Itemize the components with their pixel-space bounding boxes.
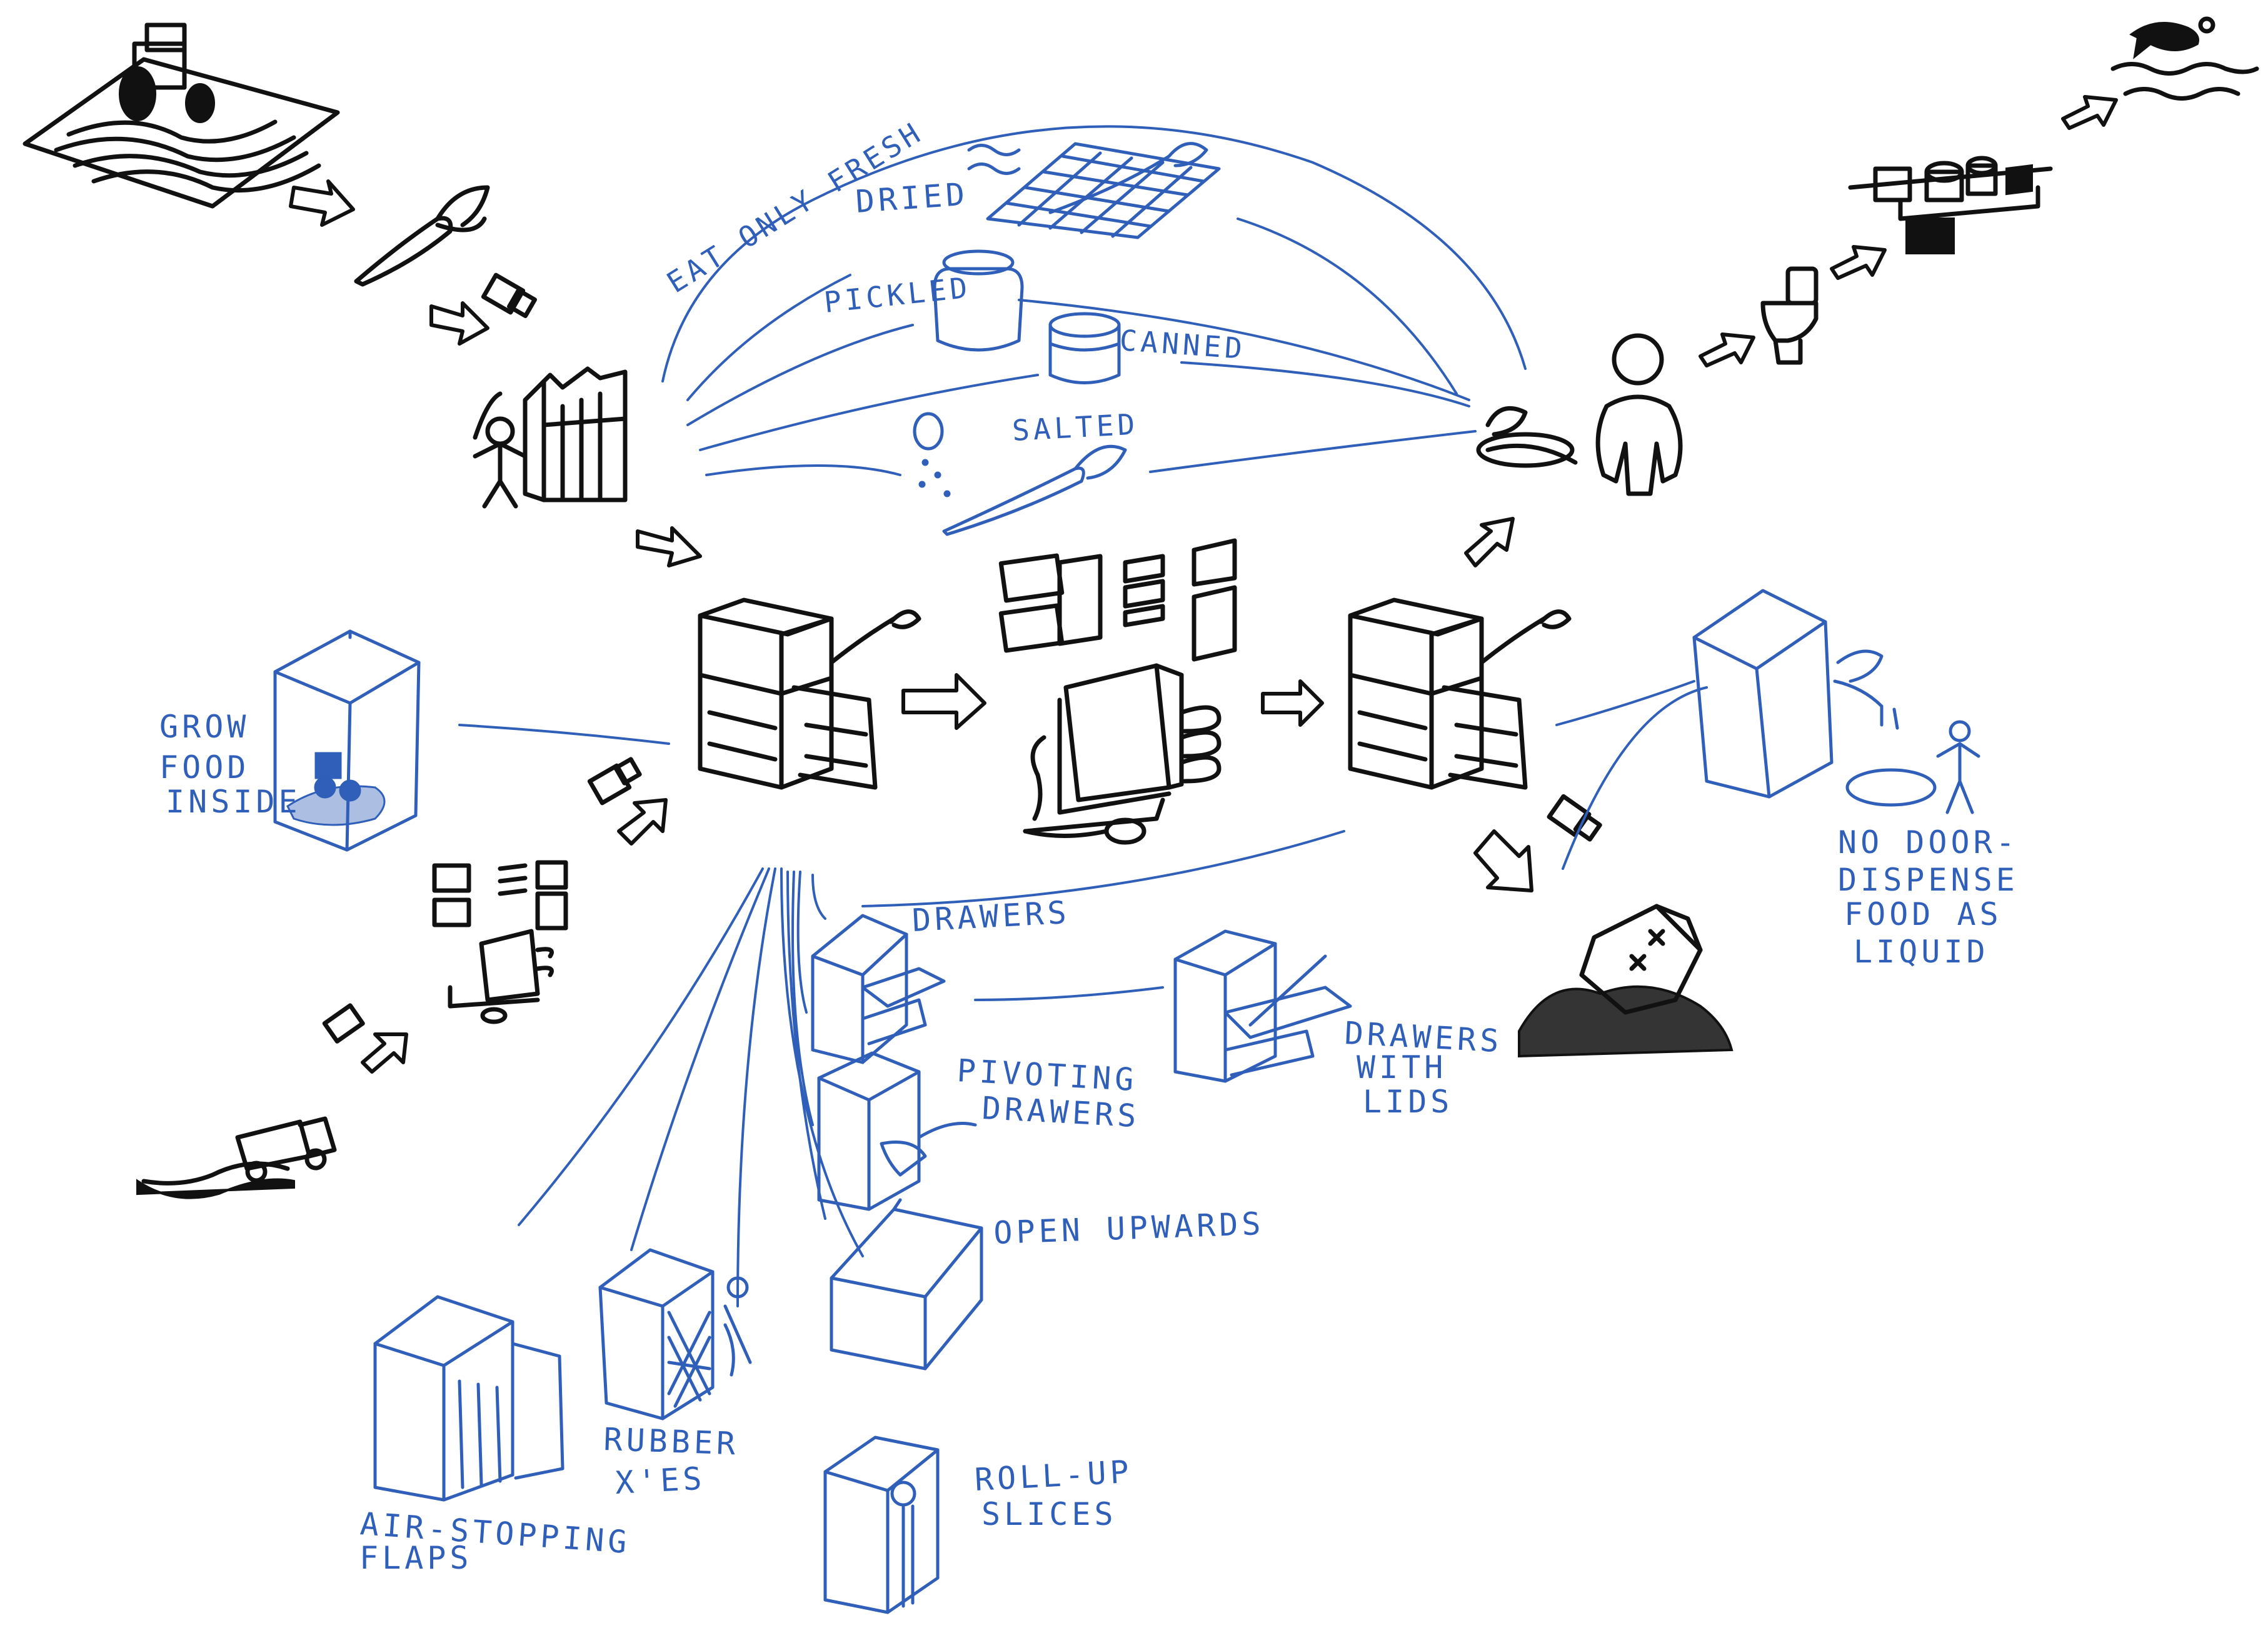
- jar-icon: [933, 249, 1024, 352]
- flow-arrow: [1261, 679, 1324, 727]
- truck-icon: [322, 1003, 365, 1044]
- no-door-dispenser-icon: [1692, 589, 1980, 814]
- flow-line: [686, 324, 914, 426]
- flow-line: [796, 871, 808, 1014]
- flow-line: [791, 871, 814, 1126]
- flow-line: [705, 464, 901, 476]
- salted-label: SALTED: [1011, 407, 1140, 447]
- fish-icon: [2110, 16, 2259, 101]
- salt-shaker-icon: [913, 412, 951, 497]
- flow-line: [1555, 680, 1695, 726]
- flow-arrow: [1464, 517, 1515, 567]
- rubber-xes-label: RUBBER: [603, 1421, 740, 1462]
- flow-line: [1018, 299, 1470, 401]
- pivoting-drawers-fridge-icon: [817, 1051, 977, 1211]
- fridge-icon: [698, 597, 921, 790]
- flow-line: [699, 374, 1039, 451]
- grocery-store-icon: [473, 366, 628, 509]
- roll-up-slices-label: ROLL-UP: [974, 1454, 1133, 1498]
- flow-line: [786, 871, 826, 1220]
- greenhouse-icon: [273, 629, 421, 852]
- open-upwards-label: OPEN UPWARDS: [993, 1206, 1265, 1251]
- drawers-with-lids-fridge-icon: [1173, 929, 1352, 1083]
- water-treatment-icon: [1848, 156, 2053, 254]
- carrot-icon: [354, 185, 490, 287]
- flow-line: [1149, 430, 1477, 473]
- fridge-exploded-icon: [432, 860, 568, 1024]
- air-stopping-flaps-fridge-icon: [373, 1295, 564, 1502]
- can-icon: [1048, 312, 1121, 384]
- truck-icon: [587, 757, 642, 806]
- flow-line: [736, 867, 776, 1307]
- fridge-exploded-icon: [998, 538, 1237, 845]
- landfill-icon: [1518, 904, 1734, 1058]
- flow-arrow: [617, 798, 668, 846]
- flow-arrow: [289, 179, 355, 227]
- flow-arrow: [636, 526, 702, 567]
- flow-arrow: [1830, 245, 1887, 280]
- flow-arrow: [429, 301, 489, 346]
- flow-line: [630, 867, 770, 1251]
- flow-line: [1562, 686, 1708, 870]
- no-door-label: LIQUID: [1854, 934, 1989, 970]
- grow-food-inside-label: INSIDE: [166, 784, 301, 820]
- flow-arrow: [1473, 829, 1533, 892]
- flow-line: [811, 874, 826, 920]
- roll-up-slices-fridge-icon: [823, 1436, 940, 1614]
- drying-rack-icon: [967, 142, 1221, 239]
- roll-up-slices-label: SLICES: [981, 1496, 1117, 1532]
- tractor-field-icon: [23, 22, 340, 209]
- flow-line: [1237, 217, 1458, 395]
- air-stopping-flaps-label: FLAPS: [359, 1540, 473, 1576]
- dump-truck-icon: [136, 1116, 337, 1199]
- flow-line: [518, 867, 764, 1226]
- no-door-label: DISPENSE: [1838, 862, 2019, 898]
- flow-arrow: [361, 1032, 408, 1074]
- grow-food-inside-label: FOOD: [159, 749, 249, 786]
- rubber-xes-fridge-icon: [598, 1248, 752, 1421]
- flow-line: [1180, 361, 1470, 407]
- flow-arrow: [1698, 332, 1755, 367]
- dried-label: DRIED: [855, 176, 970, 220]
- flow-line: [686, 274, 851, 401]
- drawers-with-lids-label: WITH: [1357, 1049, 1447, 1086]
- person-icon: [1476, 333, 1683, 496]
- flow-line: [861, 830, 1345, 907]
- drawers-fridge-icon: [811, 914, 946, 1064]
- flow-arrow: [2061, 95, 2118, 130]
- drawers-label: DRAWERS: [911, 894, 1071, 939]
- grow-food-inside-label: GROW: [159, 709, 249, 745]
- flow-line: [974, 986, 1164, 1001]
- flow-arrow: [901, 673, 986, 730]
- no-door-label: NO DOOR-: [1838, 824, 2019, 861]
- carrot-icon: [942, 444, 1127, 536]
- drawers-with-lids-label: LIDS: [1363, 1084, 1453, 1120]
- toilet-icon: [1760, 266, 1819, 365]
- drawers-with-lids-label: DRAWERS: [1343, 1015, 1503, 1059]
- truck-icon: [481, 272, 537, 318]
- no-door-label: FOOD AS: [1844, 896, 2002, 932]
- flow-line: [661, 125, 1527, 382]
- open-upwards-fridge-icon: [830, 1198, 983, 1371]
- rubber-xes-label: X'ES: [615, 1461, 706, 1501]
- flow-line: [458, 724, 670, 745]
- pivoting-drawers-label: DRAWERS: [981, 1090, 1140, 1134]
- fridge-icon: [1348, 597, 1572, 790]
